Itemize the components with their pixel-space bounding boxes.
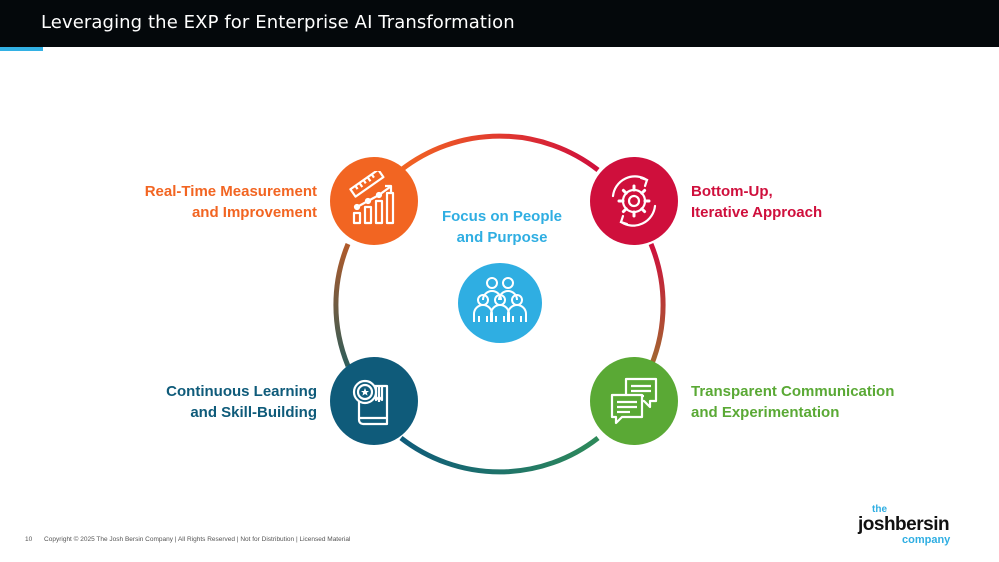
ring-arc-bottom [399,436,600,475]
book-award-icon [352,379,389,426]
node-bottom-up [590,157,678,245]
ring-arc-top [399,133,600,172]
people-group-icon [473,277,527,322]
gear-cycle-icon [611,175,657,227]
node-real-time-measurement [330,157,418,245]
header-accent-bar [0,47,43,51]
company-logo: the joshbersin company [858,504,951,546]
ring-arc-left [333,243,351,367]
center-node [458,263,542,343]
copyright-text: Copyright © 2025 The Josh Bersin Company… [44,536,351,543]
page-number: 10 [25,536,33,543]
growth-chart-icon [349,171,395,225]
label-continuous-learning: Continuous Learning and Skill-Building [166,383,317,421]
label-bottom-up: Bottom-Up, Iterative Approach [691,183,823,221]
chat-bubbles-icon [610,377,658,425]
header-bar: Leveraging the EXP for Enterprise AI Tra… [0,0,999,47]
node-transparent-communication [590,357,678,445]
node-continuous-learning [330,357,418,445]
center-label: Focus on People and Purpose [441,208,562,246]
label-transparent-communication: Transparent Communication and Experiment… [691,383,895,421]
footer: 10 Copyright © 2025 The Josh Bersin Comp… [25,536,350,543]
label-real-time-measurement: Real-Time Measurement and Improvement [144,183,317,221]
slide-title: Leveraging the EXP for Enterprise AI Tra… [41,12,515,33]
ring-arc-right [648,243,666,367]
